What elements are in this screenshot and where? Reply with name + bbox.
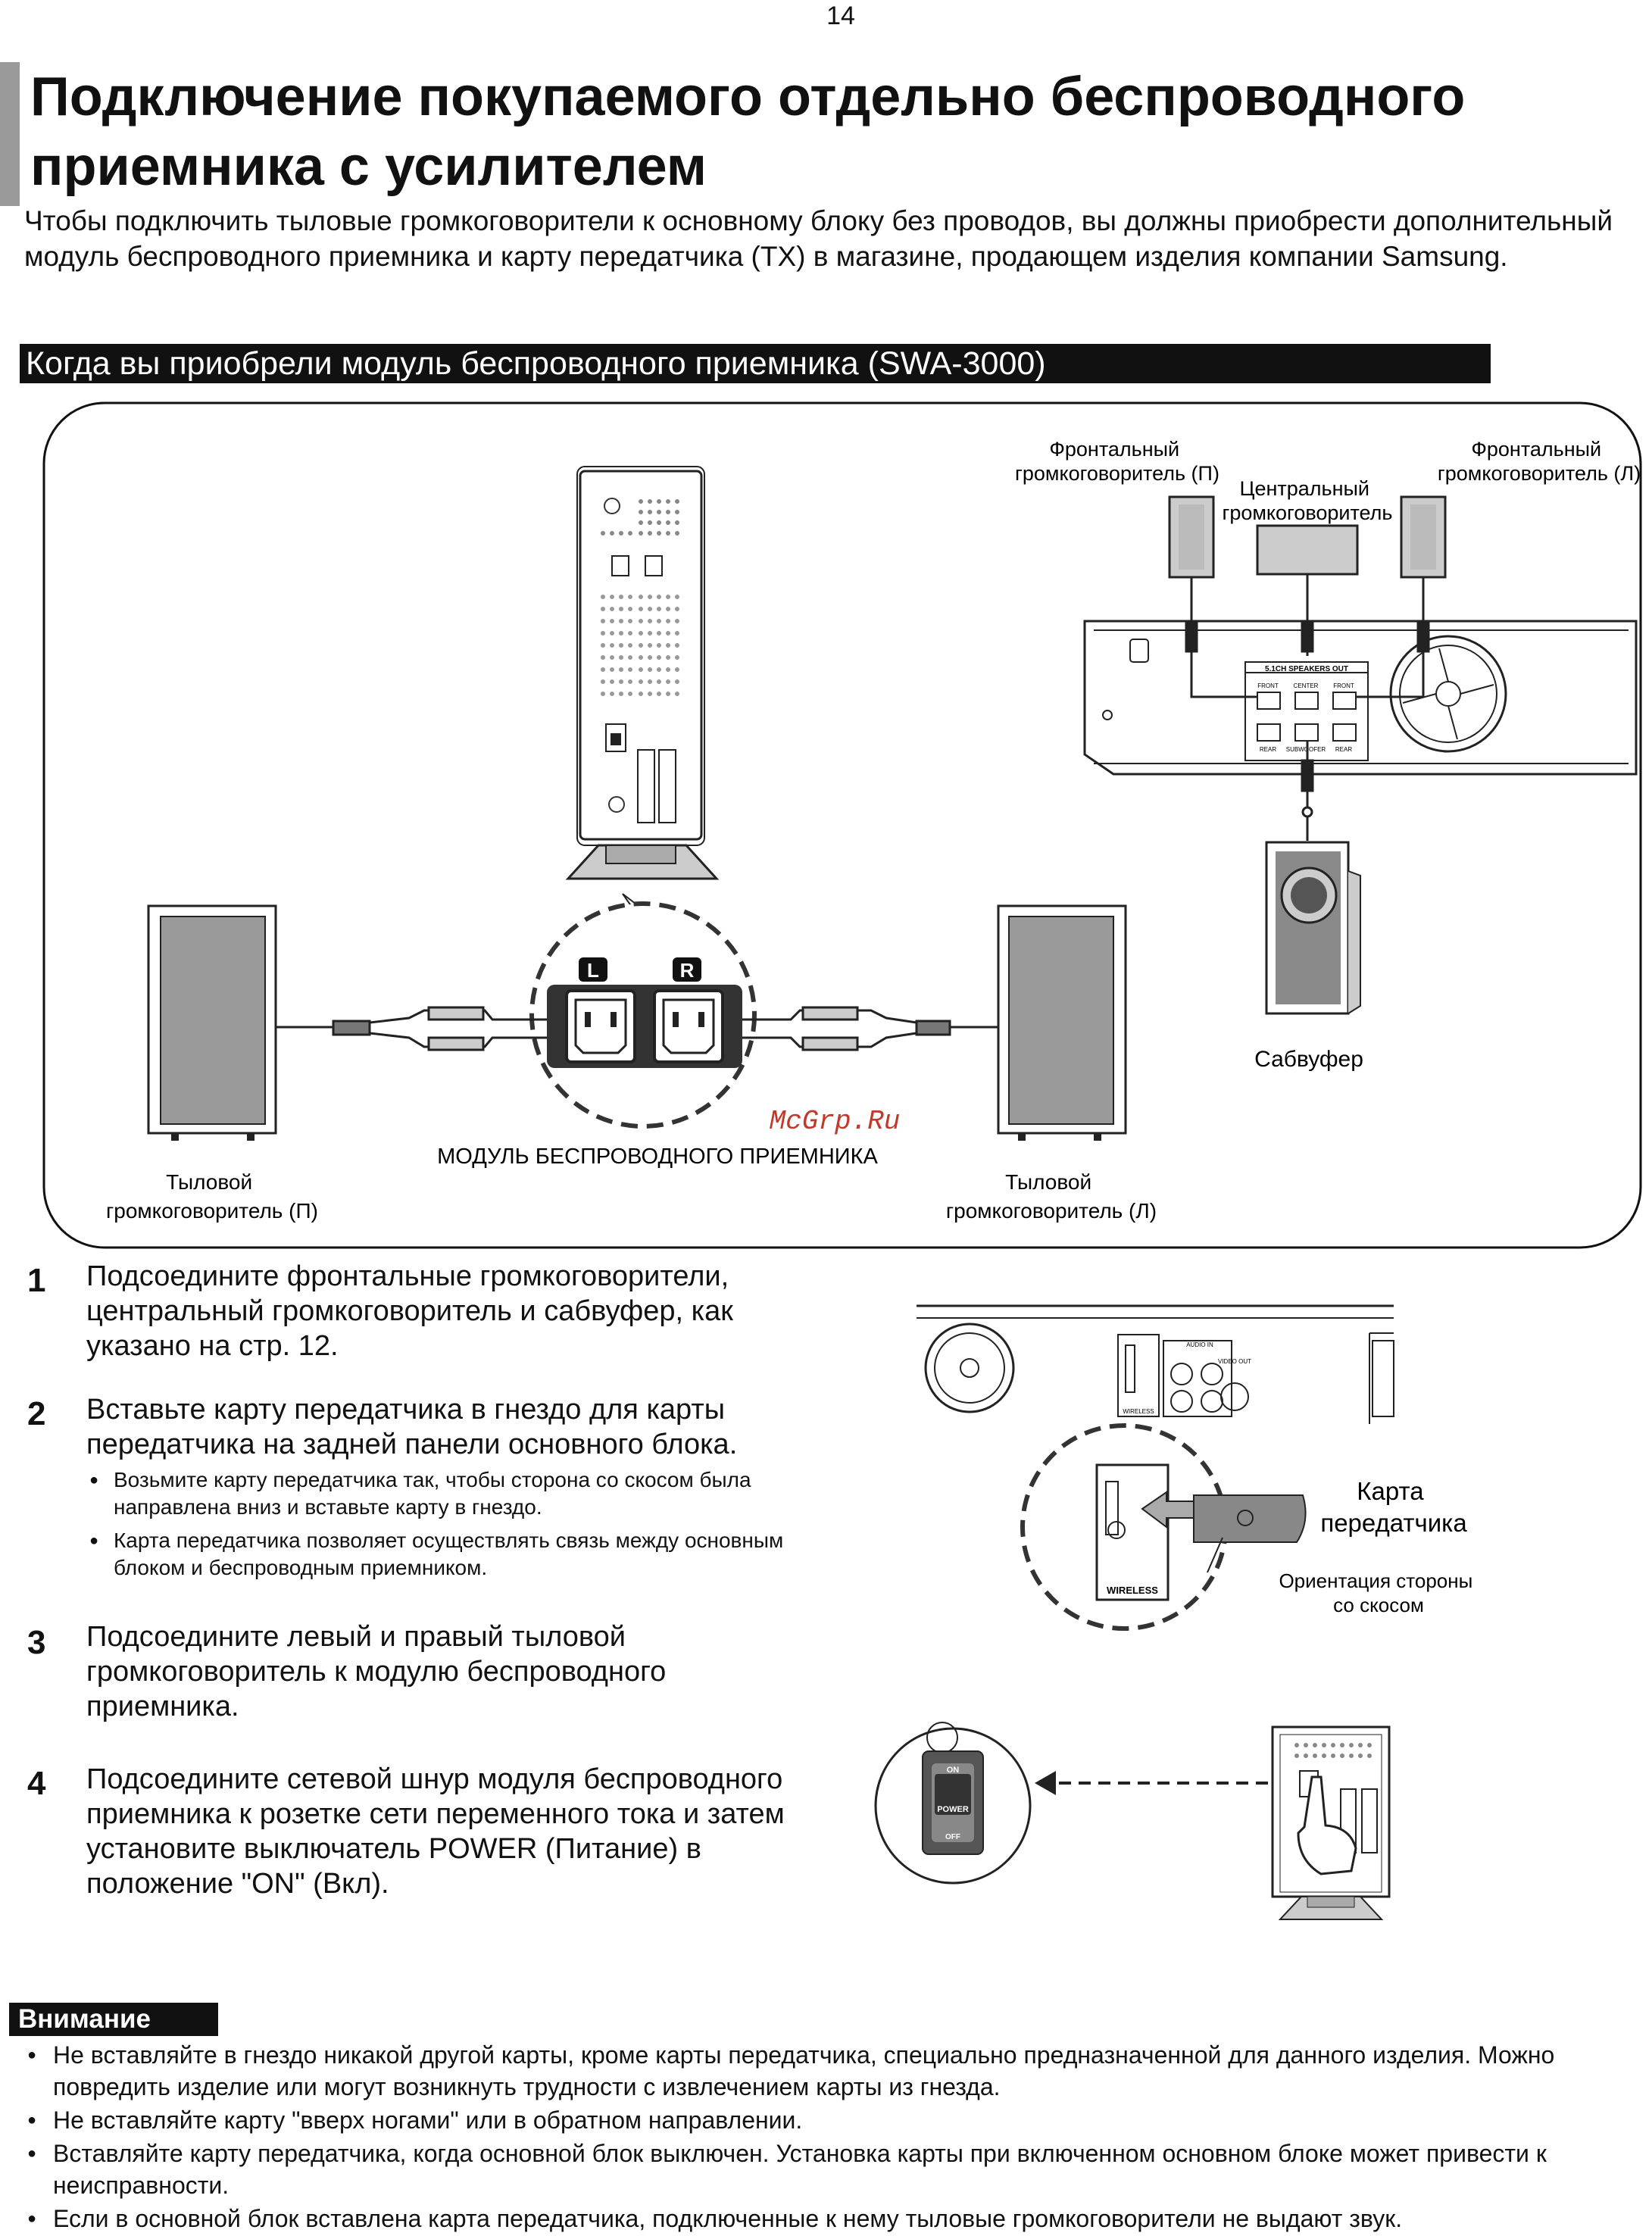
switch-on-label: ON: [947, 1766, 960, 1775]
notice-item: Если в основной блок вставлена карта пер…: [27, 2203, 1648, 2234]
wireless-slot-label: WIRELESS: [1107, 1585, 1158, 1596]
panel-center-label: CENTER: [1294, 682, 1319, 689]
step-2-text: Вставьте карту передатчика в гнездо для …: [86, 1394, 738, 1460]
slant-label: Ориентация стороны со скосом: [1279, 1569, 1478, 1616]
port-r-label: R: [680, 959, 695, 982]
wireless-module-tower: [565, 466, 720, 910]
wireless-module-small: [1271, 1725, 1391, 1920]
subwoofer: [1265, 841, 1361, 1015]
center-label: Центральный громкоговоритель: [1222, 477, 1392, 524]
center-label-line1: Центральный: [1239, 477, 1369, 500]
rear-right-label: Тыловой громкоговоритель (П): [106, 1170, 318, 1223]
notice-list: Не вставляйте в гнездо никакой другой ка…: [27, 2039, 1648, 2236]
page-number: 14: [826, 2, 855, 30]
front-left-label-line1: Фронтальный: [1471, 438, 1601, 461]
rear-right-label-line1: Тыловой: [166, 1170, 252, 1194]
front-left-label-line2: громкоговоритель (Л): [1438, 462, 1641, 485]
subwoofer-wire: [1301, 741, 1314, 841]
module-ports-zoom: L R: [529, 901, 757, 1129]
rear-right-cable: [276, 1006, 547, 1051]
front-right-label-line1: Фронтальный: [1049, 438, 1179, 461]
panel-sub-label: SUBWOOFER: [1286, 746, 1326, 753]
center-speaker: [1256, 524, 1359, 576]
module-label: МОДУЛЬ БЕСПРОВОДНОГО ПРИЕМНИКА: [437, 1145, 878, 1169]
panel-front-l-label: FRONT: [1333, 682, 1354, 689]
notice-item: Вставляйте карту передатчика, когда осно…: [27, 2138, 1648, 2201]
step-2-number: 2: [27, 1395, 46, 1432]
rear-right-label-line2: громкоговоритель (П): [106, 1199, 318, 1223]
front-right-label: Фронтальный громкоговоритель (П): [1015, 438, 1219, 485]
slant-label-line2: со скосом: [1333, 1594, 1424, 1616]
section-heading: Когда вы приобрели модуль беспроводного …: [20, 344, 1491, 383]
intro-paragraph: Чтобы подключить тыловые громкоговорител…: [24, 205, 1613, 272]
diagram-frame: [42, 401, 1642, 1249]
front-left-speaker: [1400, 495, 1447, 579]
rear-right-speaker: [147, 904, 277, 1141]
audio-in-label: AUDIO IN: [1186, 1341, 1213, 1348]
port-l-label: L: [587, 959, 599, 982]
tx-card-slot-panel: WIRELESS AUDIO IN VIDEO OUT: [917, 1304, 1394, 1424]
slot-wireless-small-label: WIRELESS: [1123, 1408, 1154, 1415]
rear-left-label: Тыловой громкоговоритель (Л): [946, 1170, 1157, 1223]
tx-card-zoom: WIRELESS: [1020, 1423, 1307, 1631]
front-speaker-wires: [1185, 574, 1430, 698]
watermark: McGrp.Ru: [770, 1106, 901, 1137]
subwoofer-label: Сабвуфер: [1254, 1047, 1363, 1072]
front-right-label-line2: громкоговоритель (П): [1015, 462, 1219, 485]
notice-item: Не вставляйте карту "вверх ногами" или в…: [27, 2104, 1648, 2136]
power-switch-zoom: ON POWER OFF: [874, 1722, 1301, 1885]
tx-card-label-line1: Карта: [1357, 1477, 1424, 1505]
step-4-number: 4: [27, 1765, 46, 1802]
page-title: Подключение покупаемого отдельно беспров…: [30, 67, 1466, 197]
step-3-number: 3: [27, 1624, 46, 1661]
title-accent-bar: [0, 62, 20, 206]
notice-item: Не вставляйте в гнездо никакой другой ка…: [27, 2039, 1648, 2103]
step-2-bullet-1: Возьмите карту передатчика так, чтобы ст…: [86, 1466, 810, 1521]
speakers-out-label: 5.1CH SPEAKERS OUT: [1265, 665, 1348, 673]
step-4-text: Подсоедините сетевой шнур модуля беспров…: [86, 1763, 785, 1900]
panel-front-r-label: FRONT: [1257, 682, 1279, 689]
tx-card-label-line2: передатчика: [1320, 1509, 1467, 1537]
center-label-line2: громкоговоритель: [1222, 501, 1392, 524]
panel-rear-l-label: REAR: [1335, 746, 1352, 753]
step-1-number: 1: [27, 1262, 46, 1299]
rear-left-cable: [742, 1006, 998, 1051]
step-1-text: Подсоедините фронтальные громкоговорител…: [86, 1260, 733, 1362]
tx-card-label: Карта передатчика: [1320, 1477, 1467, 1537]
slant-label-line1: Ориентация стороны: [1279, 1569, 1472, 1592]
step-2-bullet-2: Карта передатчика позволяет осуществлять…: [86, 1527, 810, 1582]
step-3-text: Подсоедините левый и правый тыловой гром…: [86, 1621, 667, 1722]
front-right-speaker: [1168, 495, 1215, 579]
rear-left-label-line1: Тыловой: [1005, 1170, 1091, 1194]
front-left-label: Фронтальный громкоговоритель (Л): [1438, 438, 1641, 485]
switch-power-label: POWER: [937, 1805, 969, 1814]
panel-rear-r-label: REAR: [1260, 746, 1276, 753]
switch-off-label: OFF: [945, 1833, 960, 1841]
notice-heading: Внимание: [9, 2003, 218, 2036]
rear-left-label-line2: громкоговоритель (Л): [946, 1199, 1157, 1223]
rear-left-speaker: [997, 904, 1127, 1141]
video-out-label: VIDEO OUT: [1218, 1358, 1251, 1365]
